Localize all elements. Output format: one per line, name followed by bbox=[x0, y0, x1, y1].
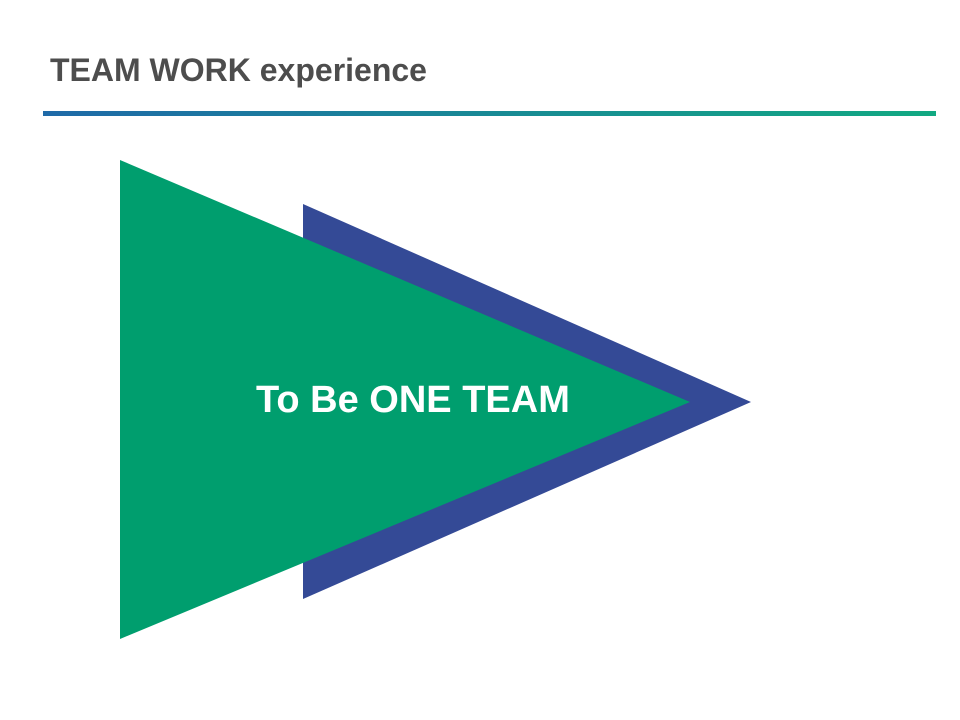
slide-title: TEAM WORK experience bbox=[50, 52, 427, 88]
front-triangle bbox=[120, 160, 690, 639]
title-underline bbox=[43, 111, 936, 116]
diagram-label: To Be ONE TEAM bbox=[256, 379, 570, 421]
